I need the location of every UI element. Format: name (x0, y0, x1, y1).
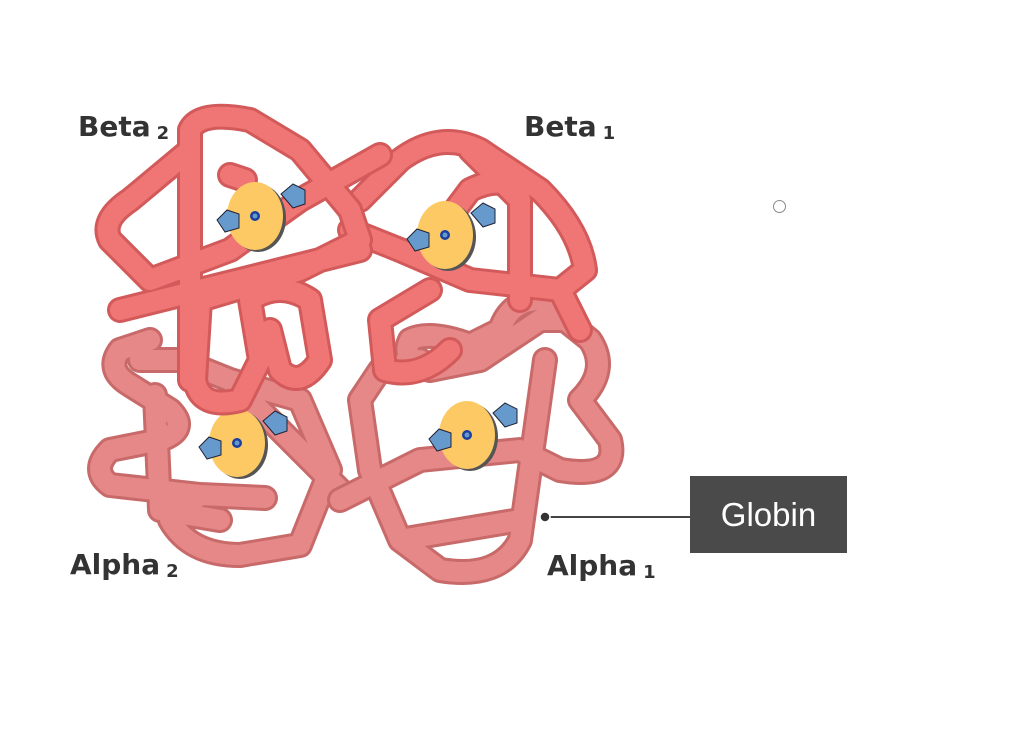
beta1-chain (337, 129, 598, 386)
alpha2-chain (87, 327, 353, 568)
beta2-chain (94, 103, 393, 416)
globin-callout-label: Globin (690, 476, 847, 553)
callout-dot (539, 511, 551, 523)
heme-alpha2 (198, 408, 288, 480)
drag-handle[interactable] (773, 200, 786, 213)
